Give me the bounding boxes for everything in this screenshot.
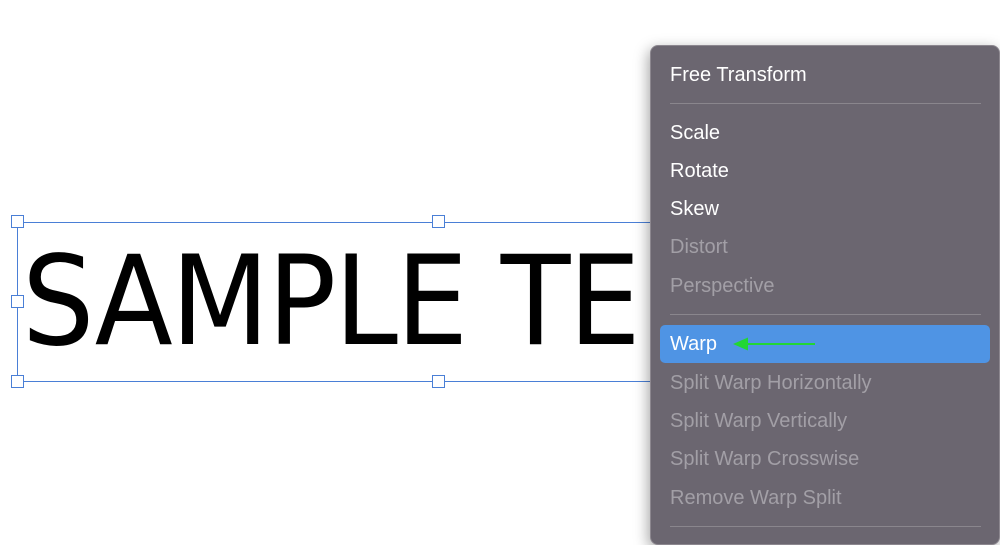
menu-separator	[670, 103, 981, 104]
menu-item-remove-warp-split: Remove Warp Split	[670, 487, 842, 509]
menu-item-split-warp-crosswise: Split Warp Crosswise	[670, 448, 860, 470]
menu-separator	[670, 314, 981, 315]
transform-context-menu: Free Transform Scale Rotate Skew Distort…	[650, 45, 1000, 545]
transform-handle-bottom-center[interactable]	[432, 375, 445, 388]
transform-bounding-box[interactable]	[17, 222, 717, 382]
menu-item-split-warp-horizontally: Split Warp Horizontally	[670, 372, 872, 394]
text-layer[interactable]: SAMPLE TE	[22, 230, 641, 374]
menu-item-skew[interactable]: Skew	[670, 198, 719, 220]
transform-handle-middle-left[interactable]	[11, 295, 24, 308]
menu-item-free-transform[interactable]: Free Transform	[670, 64, 807, 86]
menu-item-split-warp-vertically: Split Warp Vertically	[670, 410, 848, 432]
transform-handle-bottom-left[interactable]	[11, 375, 24, 388]
menu-item-perspective: Perspective	[670, 275, 775, 297]
menu-item-rotate[interactable]: Rotate	[670, 160, 729, 182]
green-arrow-icon	[733, 337, 815, 351]
menu-separator	[670, 526, 981, 527]
menu-item-distort: Distort	[670, 236, 728, 258]
menu-item-warp[interactable]: Warp	[660, 325, 990, 363]
transform-handle-top-center[interactable]	[432, 215, 445, 228]
menu-item-scale[interactable]: Scale	[670, 122, 721, 144]
transform-handle-top-left[interactable]	[11, 215, 24, 228]
